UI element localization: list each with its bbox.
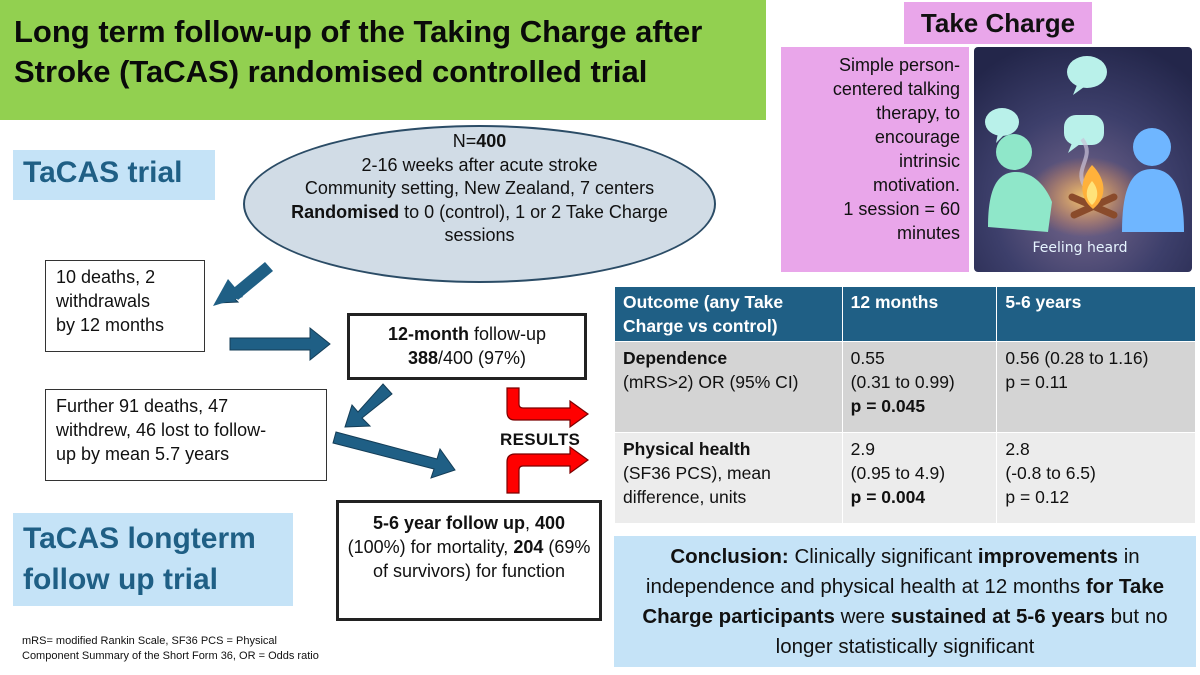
population-ellipse [243,125,716,283]
timing-text: 2-16 weeks after acute stroke [361,154,598,175]
person-right-icon [1122,128,1184,232]
campfire-icon [1068,165,1118,219]
header-5-6-years: 5-6 years [996,286,1196,342]
sample-size: N=400 [452,131,507,151]
title-line-2: Stroke (TaCAS) randomised controlled tri… [14,54,648,90]
arrow-to-attrition-longterm [344,383,393,428]
speech-bubble-icon [985,108,1019,143]
desc-line: encourage [874,127,960,147]
results-arrow-lower [506,445,590,494]
setting-text: Community setting, New Zealand, 7 center… [304,178,655,198]
header-outcome: Outcome (any Take Charge vs control) [614,286,843,342]
attrition-line: withdrawals [56,291,151,311]
followup-5-6-year-box: 5-6 year follow up, 400 (100%) for morta… [336,500,602,621]
population-text: N=400 2-16 weeks after acute stroke Comm… [243,130,716,248]
value-5-6-year-cell: 2.8 (-0.8 to 6.5) p = 0.12 [996,432,1196,524]
speech-bubble-icon [1064,115,1104,153]
speech-bubble-icon [1067,56,1107,95]
campfire-illustration-image [974,47,1192,272]
desc-line: therapy, to [876,103,960,123]
tacas-longterm-label: TaCAS longterm follow up trial [13,513,293,606]
tacas-trial-label: TaCAS trial [13,150,215,200]
arrow-to-12-month [229,326,331,362]
title-banner: Long term follow-up of the Taking Charge… [0,0,766,120]
randomisation-text-2: sessions [444,225,515,245]
desc-line: motivation. [872,175,960,195]
desc-line: minutes [896,223,960,243]
outcome-table: Outcome (any Take Charge vs control) 12 … [614,286,1196,524]
attrition-12-months-box: 10 deaths, 2 withdrawals by 12 months [45,260,205,352]
desc-line: Simple person- [838,55,960,75]
take-charge-description: Simple person- centered talking therapy,… [781,47,969,272]
attrition-line: withdrew, 46 lost to follow- [56,420,267,440]
table-row: Physical health (SF36 PCS), mean differe… [614,432,1196,524]
conclusion-box: Conclusion: Clinically significant impro… [614,536,1196,667]
outcome-cell: Dependence (mRS>2) OR (95% CI) [614,341,843,433]
attrition-line: up by mean 5.7 years [56,444,230,464]
longterm-line-1: TaCAS longterm [23,522,256,555]
table-header-row: Outcome (any Take Charge vs control) 12 … [614,286,1196,342]
attrition-longterm-box: Further 91 deaths, 47 withdrew, 46 lost … [45,389,327,481]
illustration-caption: Feeling heard [1032,240,1128,256]
arrow-to-attrition-12 [213,262,273,306]
person-left-icon [988,134,1052,232]
attrition-line: Further 91 deaths, 47 [56,396,229,416]
value-5-6-year-cell: 0.56 (0.28 to 1.16) p = 0.11 [996,341,1196,433]
title-line-1: Long term follow-up of the Taking Charge… [14,14,703,49]
table-row: Dependence (mRS>2) OR (95% CI) 0.55 (0.3… [614,341,1196,433]
randomisation-text: Randomised to 0 (control), 1 or 2 Take C… [291,201,668,222]
desc-line: 1 session = 60 [843,199,960,219]
longterm-line-2: follow up trial [23,562,218,596]
desc-line: intrinsic [898,151,960,171]
results-label: RESULTS [500,430,581,449]
take-charge-header: Take Charge [904,2,1092,44]
desc-line: centered talking [832,79,960,99]
results-arrow-upper [506,387,590,429]
header-12-months: 12 months [841,286,998,342]
feeling-heard-illustration [974,47,1192,272]
outcome-cell: Physical health (SF36 PCS), mean differe… [614,432,843,524]
followup-12-month-box: 12-month follow-up 388/400 (97%) [347,313,587,380]
value-12-month-cell: 0.55 (0.31 to 0.99) p = 0.045 [841,341,998,433]
arrow-to-5-6-year [332,431,456,479]
abbreviations-footnote: mRS= modified Rankin Scale, SF36 PCS = P… [22,635,319,662]
value-12-month-cell: 2.9 (0.95 to 4.9) p = 0.004 [841,432,998,524]
attrition-line: by 12 months [56,315,165,335]
attrition-line: 10 deaths, 2 [56,267,156,287]
